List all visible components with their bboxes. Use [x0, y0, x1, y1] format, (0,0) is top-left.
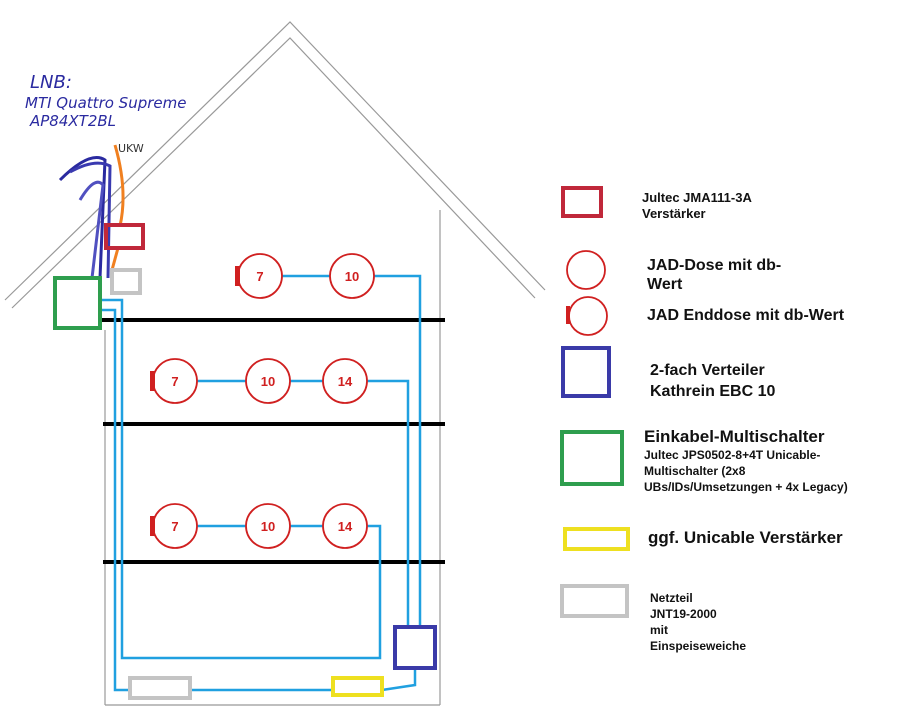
- coax-cables: [100, 274, 422, 692]
- legend-end-socket-symbol: [568, 296, 608, 336]
- socket: 10: [245, 503, 291, 549]
- ukw-label: UKW: [118, 142, 144, 155]
- socket: 10: [329, 253, 375, 299]
- socket-db-value: 7: [256, 269, 263, 284]
- multiswitch-box: [53, 276, 102, 330]
- legend-unicable-amplifier: ggf. Unicable Verstärker: [648, 528, 843, 547]
- socket-db-value: 10: [261, 519, 275, 534]
- lnb-model: MTI Quattro Supreme: [25, 94, 186, 112]
- legend-socket: JAD-Dose mit db-Wert: [647, 257, 782, 293]
- lnb-label: LNB:: [30, 72, 72, 93]
- house-outline: [4, 21, 546, 706]
- socket-circle: [322, 503, 368, 549]
- socket-db-value: 7: [171, 374, 178, 389]
- legend-socket-symbol: [566, 250, 606, 290]
- lnb-code: AP84XT2BL: [29, 112, 116, 130]
- legend-unicable-symbol: [563, 527, 630, 551]
- socket: 14: [322, 503, 368, 549]
- socket-circle: [245, 358, 291, 404]
- legend-amplifier-symbol: [561, 186, 603, 218]
- legend-multiswitch-symbol: [560, 430, 624, 486]
- socket-db-value: 7: [171, 519, 178, 534]
- unicable-amplifier-box: [331, 676, 384, 697]
- end-cap: [150, 371, 155, 391]
- lnb-cables: [58, 144, 125, 279]
- socket-db-value: 14: [338, 519, 353, 534]
- end-socket: 7: [150, 358, 198, 404]
- socket-db-value: 10: [261, 374, 275, 389]
- socket-circle: [322, 358, 368, 404]
- power-supply-box: [128, 676, 192, 700]
- floor-lines: [100, 318, 445, 564]
- legend-symbols: [560, 186, 630, 618]
- power-supply-box-top: [110, 268, 142, 295]
- legend-power-supply-symbol: [560, 584, 629, 618]
- distributor-box: [393, 625, 437, 670]
- end-cap: [150, 516, 155, 536]
- end-socket: 7: [150, 503, 198, 549]
- socket: 10: [245, 358, 291, 404]
- socket: 14: [322, 358, 368, 404]
- amplifier-box: [104, 223, 145, 250]
- end-socket: 7: [235, 253, 283, 299]
- socket-circle: [329, 253, 375, 299]
- end-cap: [235, 266, 240, 286]
- socket-db-value: 14: [338, 374, 353, 389]
- socket-db-value: 10: [345, 269, 359, 284]
- socket-circle: [245, 503, 291, 549]
- legend-distributor-symbol: [561, 346, 611, 398]
- legend-end-socket: JAD Enddose mit db-Wert: [647, 307, 845, 324]
